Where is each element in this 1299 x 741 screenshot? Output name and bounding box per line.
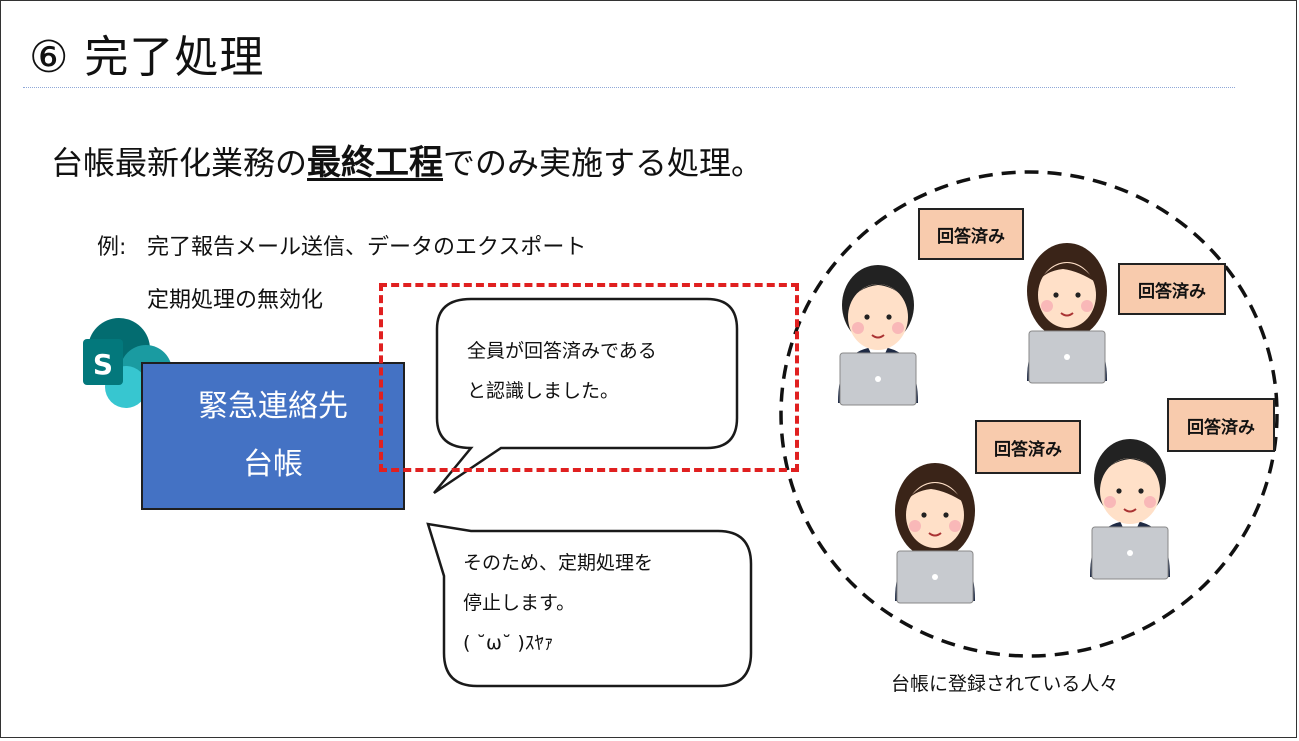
headline-emphasis: 最終工程 — [307, 143, 444, 183]
headline-after: でのみ実施する処理。 — [443, 144, 764, 182]
ledger-line-2: 台帳 — [243, 447, 303, 482]
example-line-2: 定期処理の無効化 — [147, 288, 324, 313]
person-icon — [1027, 243, 1107, 384]
headline: 台帳最新化業務の最終工程でのみ実施する処理。 — [51, 135, 763, 184]
status-label: 回答済み — [918, 208, 1024, 260]
bubble2-line-3: ( ˘ω˘ )ｽﾔｧ — [463, 632, 554, 654]
example-label: 例: — [97, 235, 127, 260]
status-label: 回答済み — [1118, 263, 1226, 315]
people-caption: 台帳に登録されている人々 — [891, 673, 1119, 695]
bubble2-line-2: 停止します。 — [463, 592, 576, 614]
bubble1-line-1: 全員が回答済みである — [467, 340, 657, 362]
highlight-dashed-frame — [379, 283, 799, 472]
speech-bubble-2 — [426, 522, 753, 688]
person-icon — [1090, 439, 1170, 580]
people-group-circle — [779, 170, 1279, 658]
headline-before: 台帳最新化業務の — [51, 144, 308, 182]
person-icon — [895, 463, 975, 604]
status-label: 回答済み — [1167, 398, 1275, 452]
bubble1-text: 全員が回答済みである と認識しました。 — [467, 331, 657, 411]
status-label: 回答済み — [975, 420, 1081, 474]
speech-bubble-1 — [433, 297, 739, 495]
slide-title: ⑥ 完了処理 — [29, 32, 265, 83]
bubble2-line-1: そのため、定期処理を — [463, 552, 654, 574]
ledger-box: 緊急連絡先 台帳 — [141, 362, 405, 510]
example-line-1: 完了報告メール送信、データのエクスポート — [147, 235, 587, 260]
svg-text:S: S — [93, 348, 113, 381]
bubble2-text: そのため、定期処理を 停止します。 ( ˘ω˘ )ｽﾔｧ — [463, 543, 653, 663]
person-icon — [838, 265, 918, 406]
ledger-line-1: 緊急連絡先 — [198, 389, 348, 424]
bubble1-line-2: と認識しました。 — [467, 380, 620, 402]
title-divider — [23, 87, 1235, 88]
